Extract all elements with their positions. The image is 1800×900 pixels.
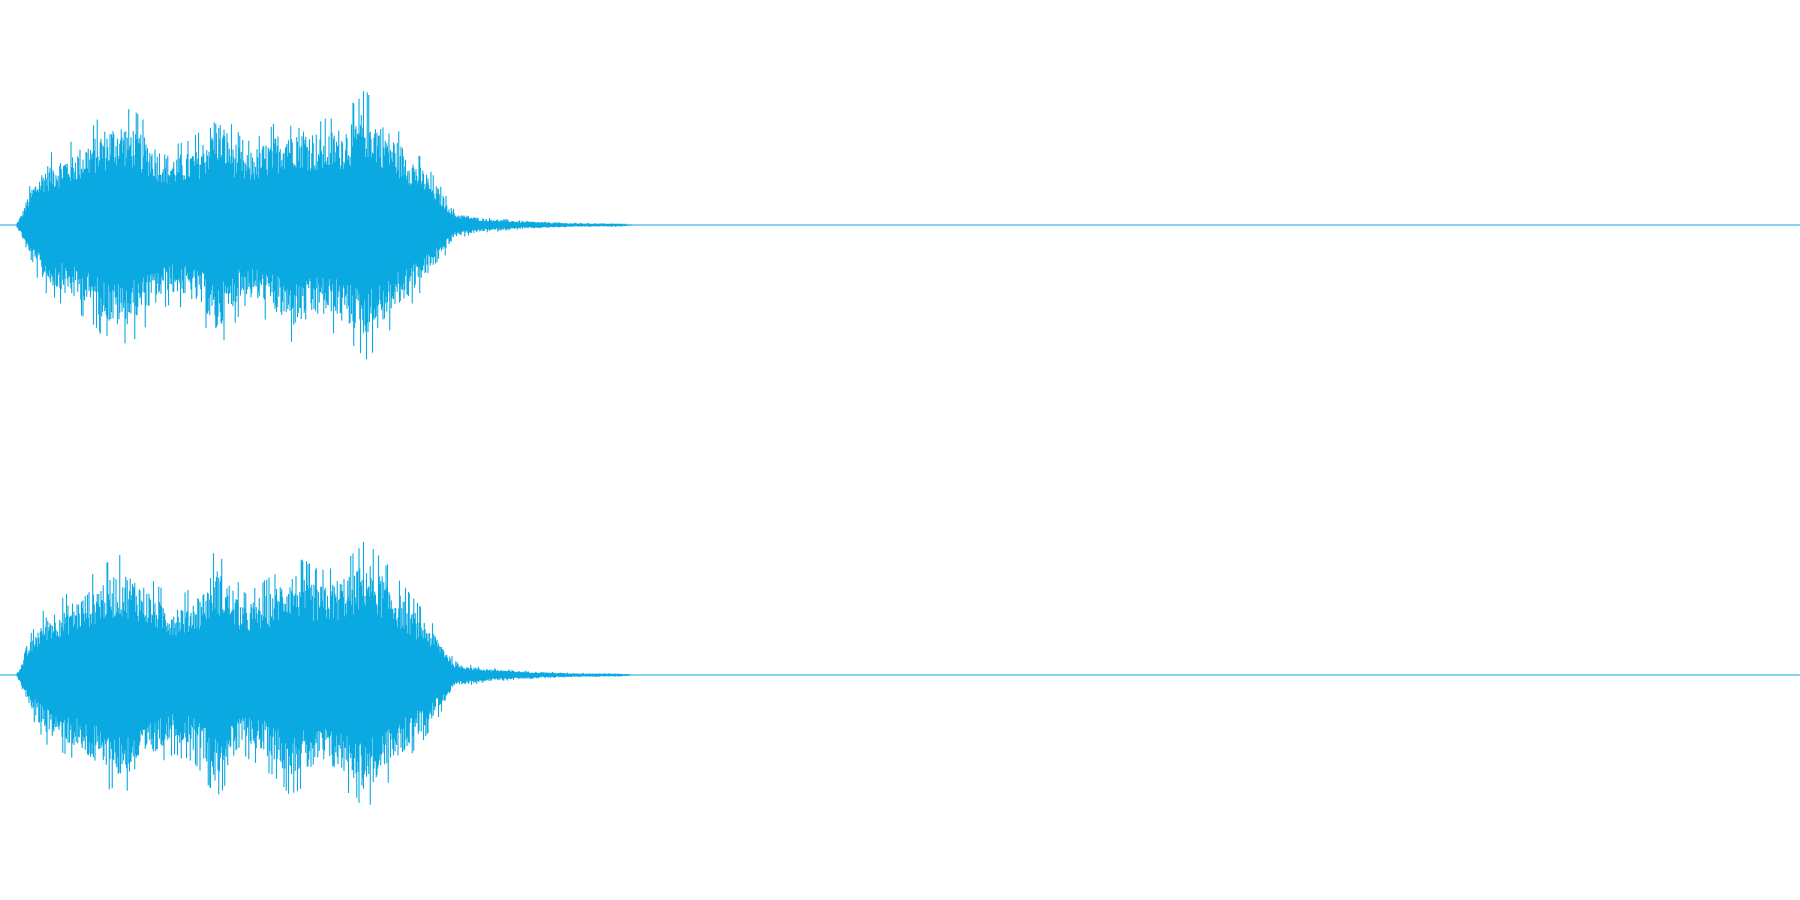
waveform-bars-right — [15, 541, 640, 805]
waveform-channel-right — [0, 541, 1800, 805]
waveform-channel-left — [0, 91, 1800, 360]
waveform-core-right — [19, 615, 451, 735]
waveform-core-left — [19, 165, 451, 285]
waveform-bars-left — [15, 91, 640, 360]
